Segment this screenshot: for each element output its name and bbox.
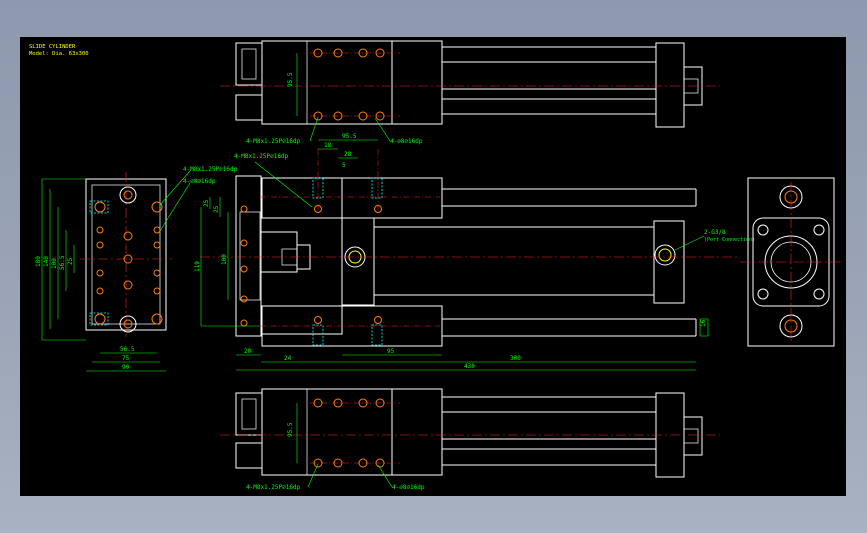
drawing-model: Model: Dia. 63x300 [29, 51, 89, 57]
side-note-port: 2-G3/8 [704, 229, 726, 236]
left-note-b: 4-⌀8⌀16dp [183, 178, 216, 185]
side-dim-bottom-430: 430 [464, 363, 475, 370]
side-dim-bottom-95: 95 [387, 348, 395, 355]
side-dim-bottom-24: 24 [284, 355, 292, 362]
left-dim-25: 25 [67, 257, 74, 265]
side-view: 95.5 18 28 5 4-M8x1.25P⌀16dp 25 25 119 1… [194, 133, 755, 371]
left-dim-56: 56.5 [59, 255, 66, 270]
left-dim-bottom-56: 56.5 [120, 346, 135, 353]
cad-drawing: SLIDE CYLINDER Model: Dia. 63x300 95.5 4… [29, 40, 842, 491]
top-dim-vertical: 95.5 [287, 72, 294, 87]
bottom-view: 95.5 4-M8x1.25P⌀16dp 4-⌀8⌀16dp [220, 388, 720, 491]
top-view: 95.5 4-M8x1.25P⌀16dp 4-⌀8⌀16dp [220, 40, 720, 145]
right-end-view [740, 177, 842, 347]
side-dim-left-b: 25 [213, 205, 220, 213]
top-note-right: 4-⌀8⌀16dp [390, 138, 423, 145]
bottom-note-right: 4-⌀8⌀16dp [392, 484, 425, 491]
side-dim-top-95: 95.5 [342, 133, 357, 140]
drawing-sheet: SLIDE CYLINDER Model: Dia. 63x300 95.5 4… [20, 37, 846, 496]
side-dim-left-a: 25 [203, 199, 210, 207]
left-dim-bottom-90: 90 [122, 364, 130, 371]
bottom-note-left: 4-M8x1.25P⌀16dp [246, 484, 301, 491]
side-dim-top-5: 5 [342, 162, 346, 169]
side-note-port-sub: (Port Connection) [704, 237, 755, 243]
left-dim-180: 180 [35, 256, 42, 267]
side-dim-left-119: 119 [194, 261, 201, 272]
left-dim-100: 100 [51, 258, 58, 269]
left-dim-140: 140 [43, 256, 50, 267]
side-dim-left-100: 100 [221, 254, 228, 265]
side-dim-top-18: 18 [324, 142, 332, 149]
top-note-left: 4-M8x1.25P⌀16dp [246, 138, 301, 145]
bottom-dim-vertical: 95.5 [287, 422, 294, 437]
side-dim-bottom-300: 300 [510, 355, 521, 362]
side-dim-top-28: 28 [344, 151, 352, 158]
side-dim-right: 16 [700, 319, 707, 327]
side-dim-bottom-20: 20 [244, 348, 252, 355]
left-view: 4-M8x1.25P⌀16dp 4-⌀8⌀16dp 180 140 100 56… [35, 166, 238, 372]
side-note-top: 4-M8x1.25P⌀16dp [234, 153, 289, 160]
drawing-title: SLIDE CYLINDER [29, 44, 76, 50]
left-note-a: 4-M8x1.25P⌀16dp [183, 166, 238, 173]
left-dim-bottom-75: 75 [122, 355, 130, 362]
